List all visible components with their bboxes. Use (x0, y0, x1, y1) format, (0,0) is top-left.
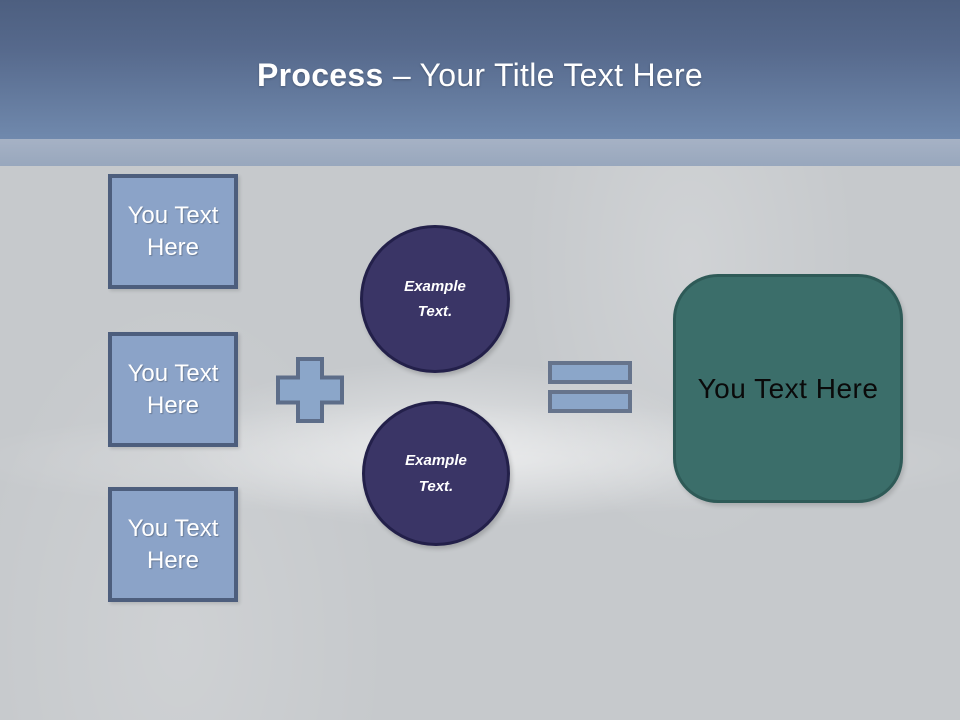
slide-header-banner (0, 0, 960, 139)
result-box-label: You Text Here (697, 372, 879, 404)
equals-icon[interactable] (548, 361, 632, 413)
example-circle-1[interactable]: Example Text. (360, 225, 510, 373)
input-box-3[interactable]: You Text Here (108, 487, 238, 602)
example-circle-label: Example Text. (404, 277, 466, 321)
example-circle-label: Example Text. (405, 452, 467, 495)
example-circle-2[interactable]: Example Text. (362, 401, 510, 546)
equals-bar-top (548, 361, 632, 384)
equals-bar-bottom (548, 390, 632, 413)
slide-title-emphasis: Process (256, 57, 384, 93)
slide-title[interactable]: Process – Your Title Text Here (0, 55, 960, 95)
slide-title-rest: – Your Title Text Here (392, 57, 704, 93)
input-box-1[interactable]: You Text Here (108, 174, 238, 289)
input-box-label: You Text Here (127, 514, 219, 574)
input-box-label: You Text Here (127, 359, 219, 419)
result-box[interactable]: You Text Here (673, 274, 903, 503)
input-box-label: You Text Here (127, 201, 219, 261)
input-box-2[interactable]: You Text Here (108, 332, 238, 447)
header-accent-band (0, 139, 960, 166)
plus-icon[interactable] (276, 357, 344, 428)
